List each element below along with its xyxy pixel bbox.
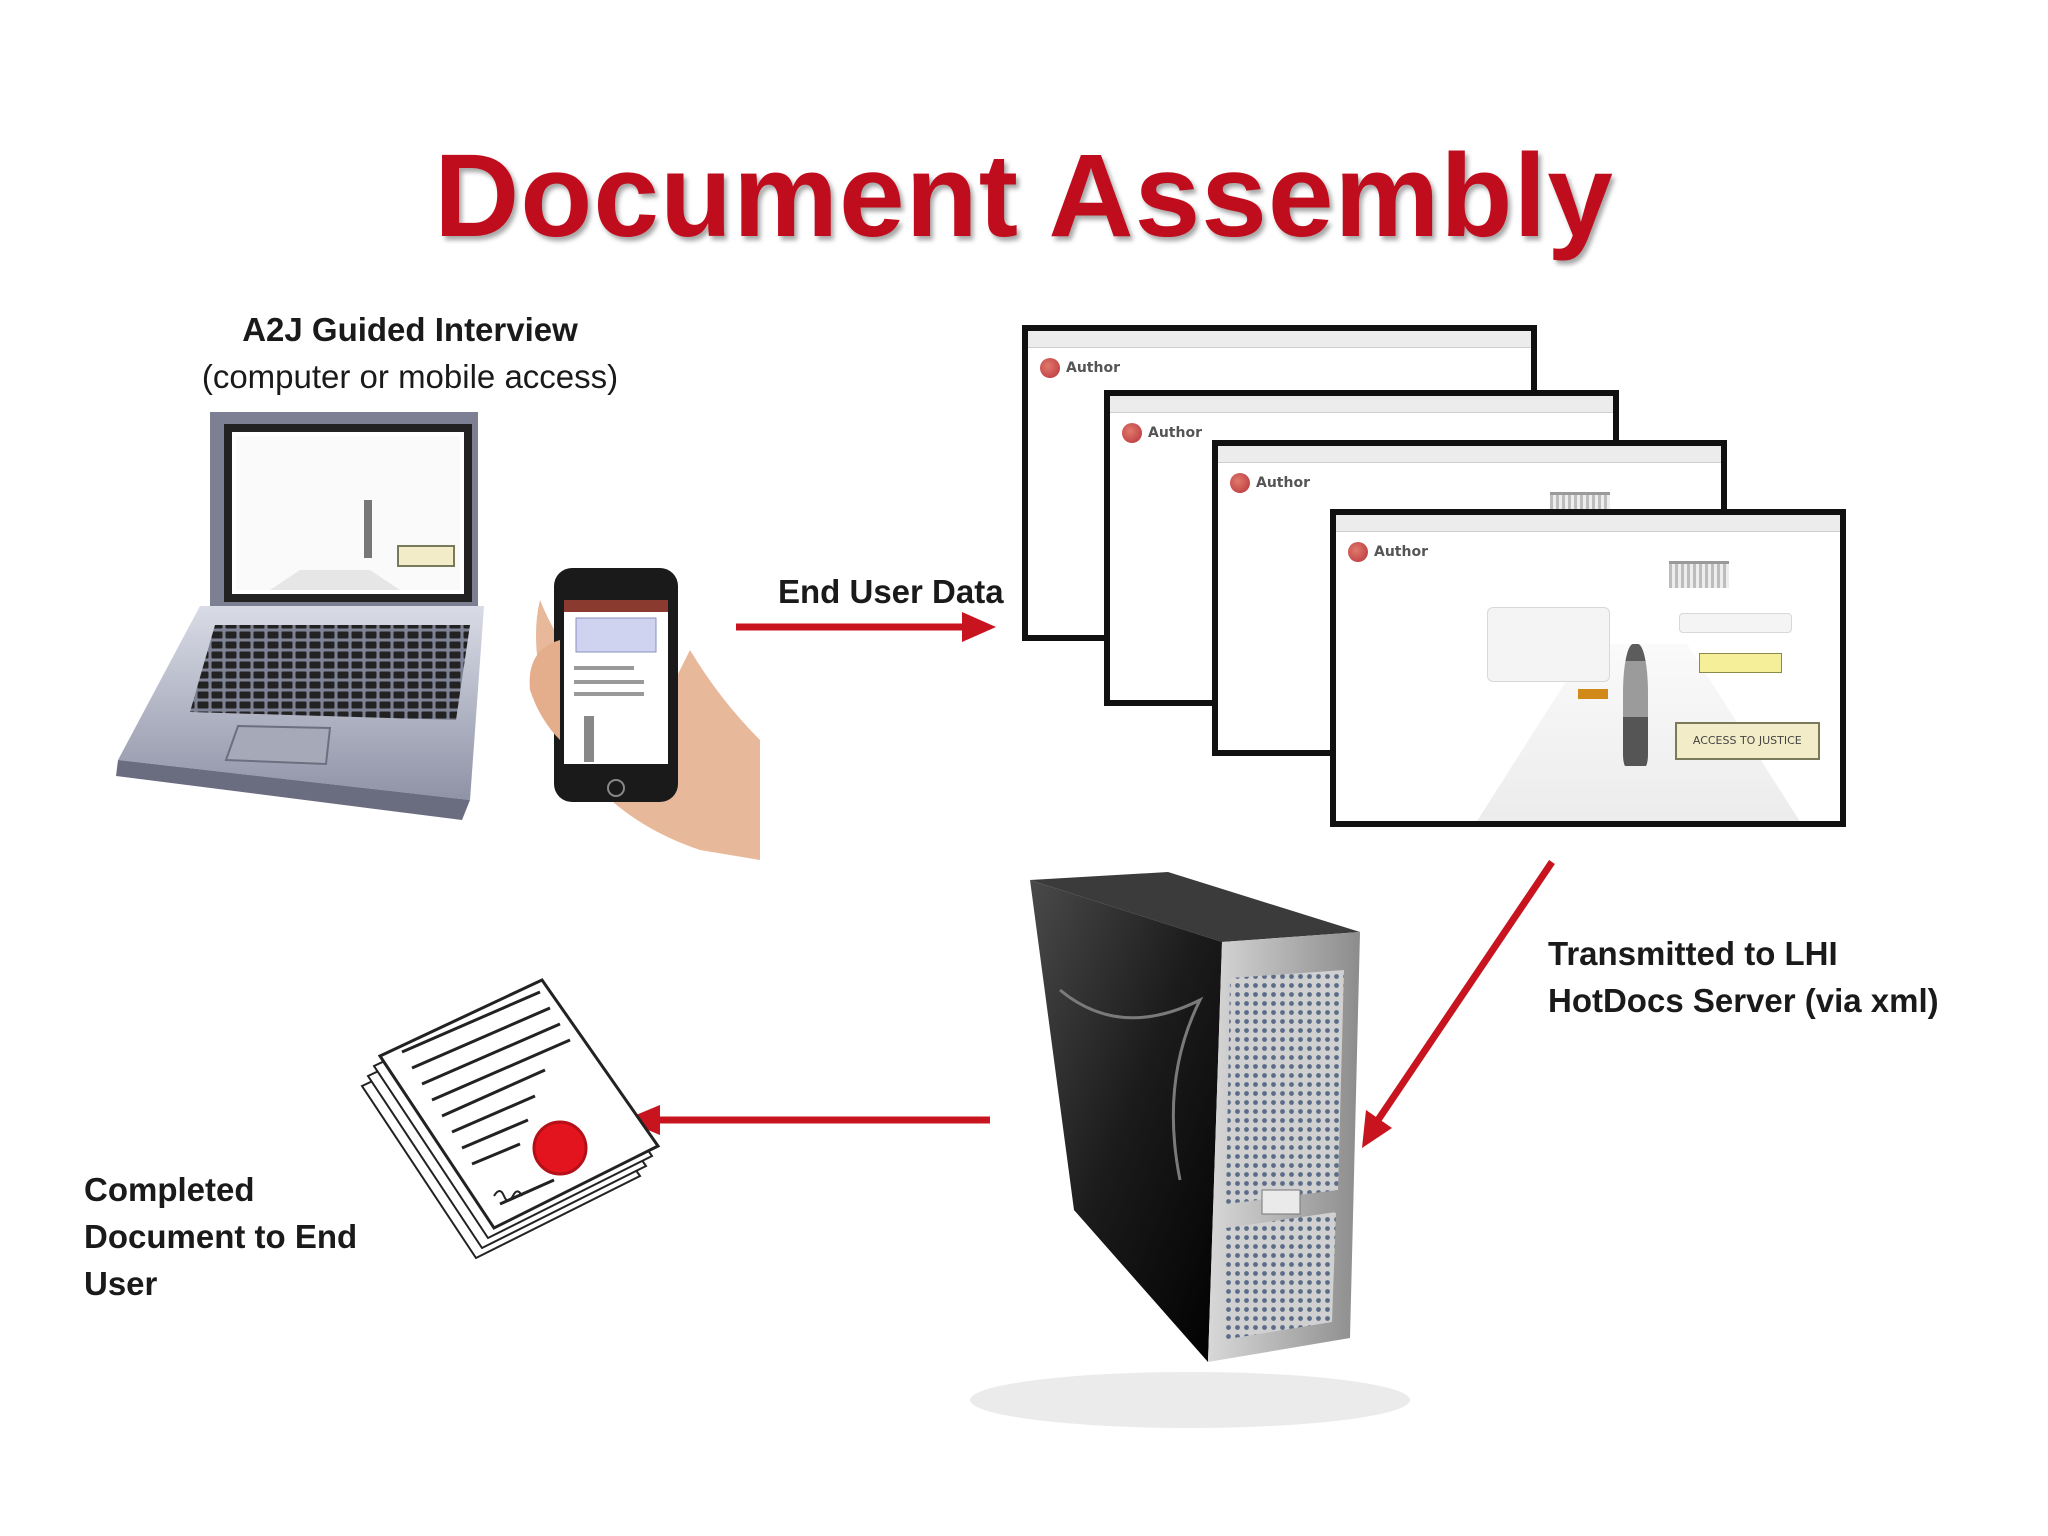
arrow-end-user-data (736, 612, 996, 642)
arrow-to-document (624, 1105, 990, 1135)
smartphone-icon (530, 568, 760, 860)
server-icon (970, 872, 1410, 1428)
document-icon (362, 980, 658, 1258)
arrow-to-server (1362, 862, 1552, 1148)
laptop-icon (116, 412, 484, 820)
